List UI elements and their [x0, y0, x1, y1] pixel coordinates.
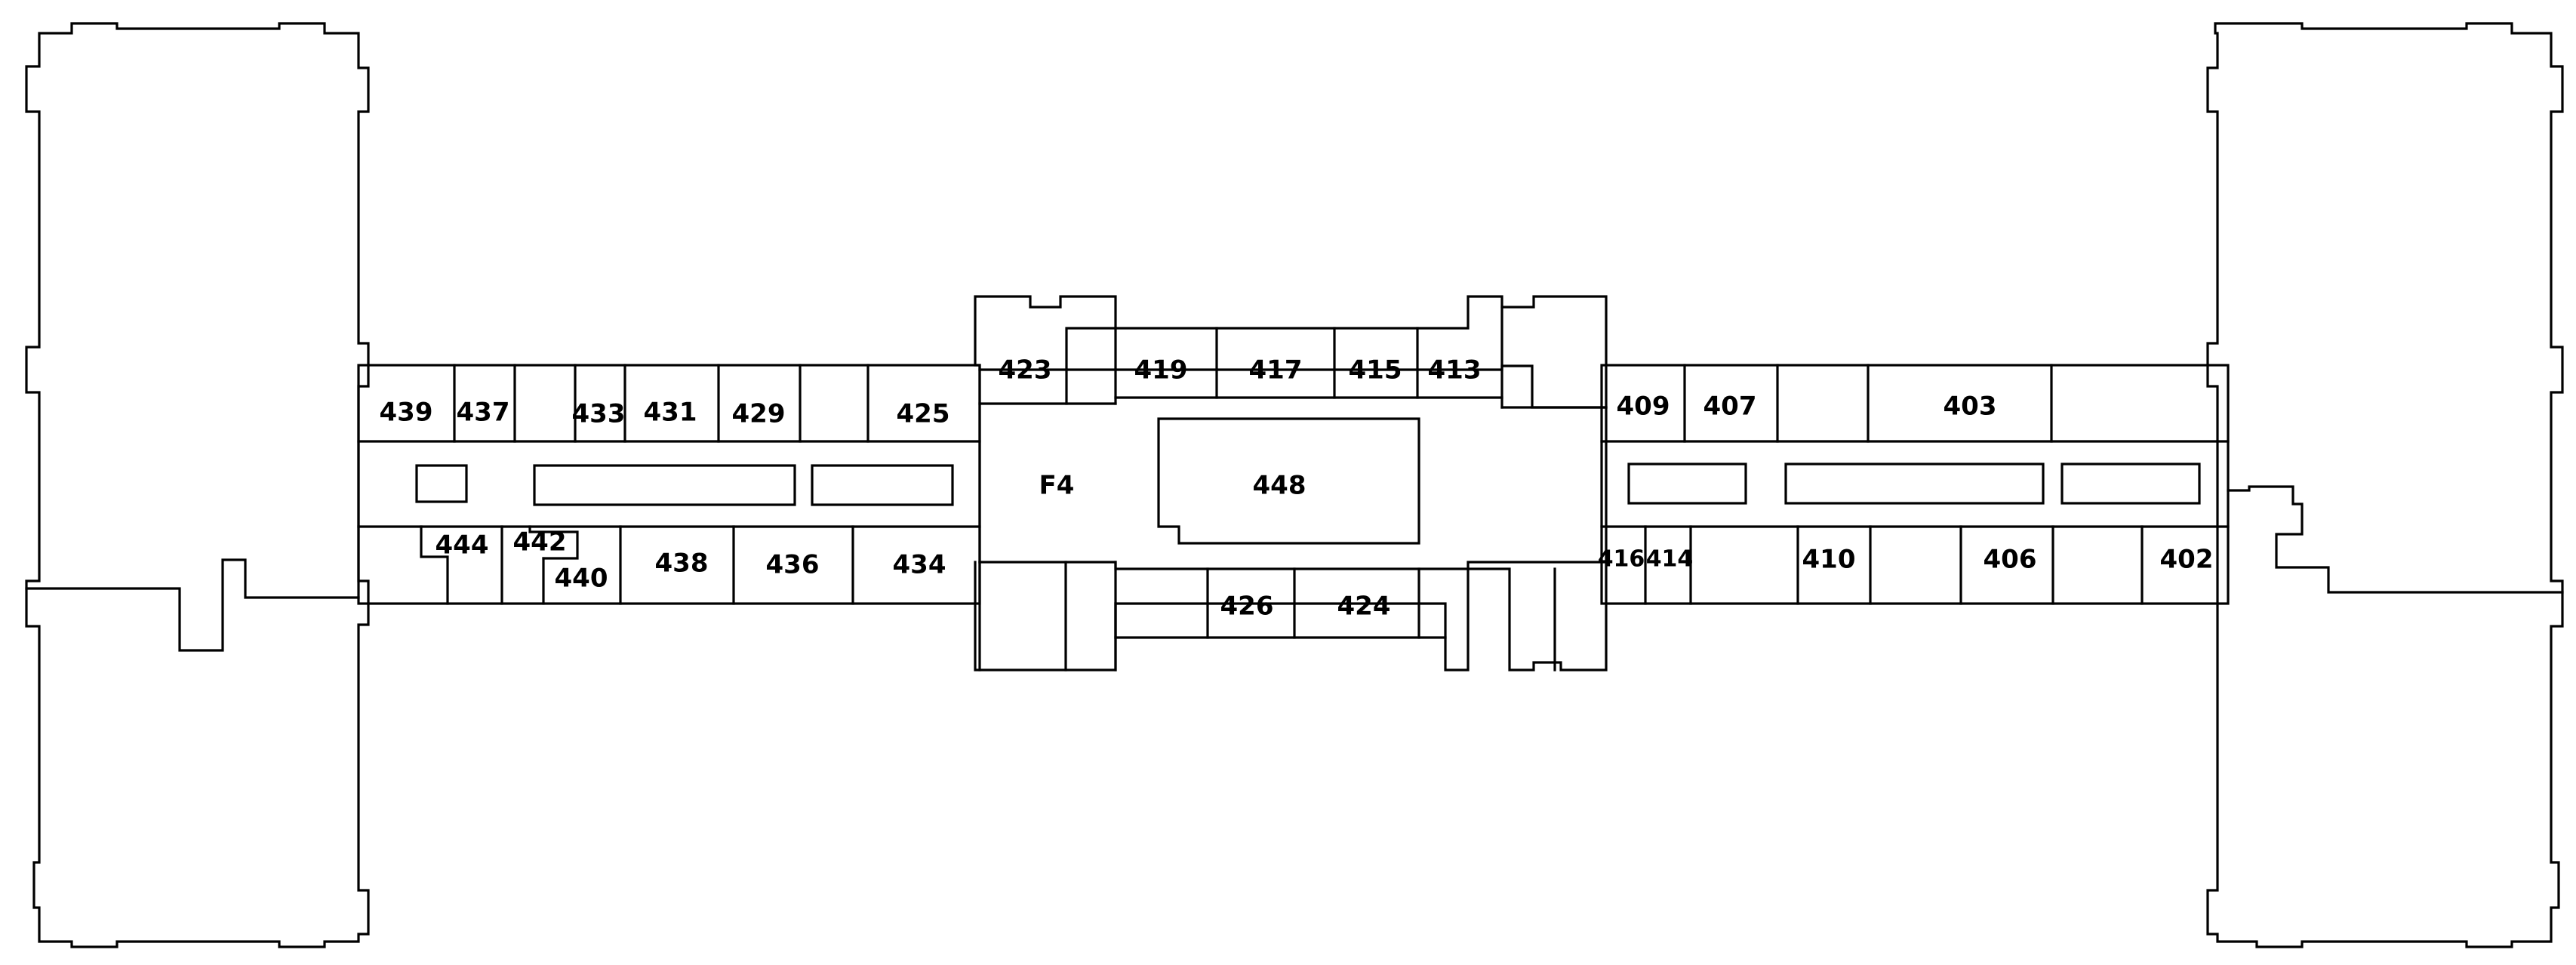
room-label-448: 448 [1253, 471, 1306, 501]
room-label-429: 429 [732, 399, 786, 429]
center-block-outline [974, 295, 1608, 409]
room-label-426: 426 [1220, 592, 1274, 622]
room-label-436: 436 [766, 550, 820, 580]
room-label-440: 440 [555, 564, 608, 594]
room-label-439: 439 [380, 398, 433, 428]
room-label-416: 416 [1598, 546, 1645, 573]
room-label-417: 417 [1249, 355, 1303, 386]
left-wing-outline [25, 22, 370, 948]
room-label-437: 437 [457, 398, 510, 428]
room-label-f4: F4 [1039, 471, 1075, 501]
right-corridor-block [1600, 364, 2230, 605]
room-label-415: 415 [1349, 355, 1402, 386]
room-label-407: 407 [1703, 392, 1757, 422]
room-label-410: 410 [1802, 545, 1856, 575]
room-label-425: 425 [897, 399, 950, 429]
room-label-444: 444 [435, 530, 489, 561]
right-wing-divider [2227, 485, 2564, 594]
room-label-413: 413 [1428, 355, 1482, 386]
room-label-423: 423 [999, 355, 1052, 386]
room-label-433: 433 [572, 399, 626, 429]
room-label-431: 431 [644, 398, 697, 428]
right-wing-outline [2206, 22, 2564, 948]
room-label-414: 414 [1646, 546, 1694, 573]
room-label-403: 403 [1944, 392, 1997, 422]
room-label-406: 406 [1984, 545, 2037, 575]
room-label-434: 434 [893, 550, 946, 580]
room-label-424: 424 [1337, 592, 1391, 622]
room-label-419: 419 [1134, 355, 1188, 386]
left-wing-divider [25, 558, 360, 652]
room-448-outline [1157, 417, 1420, 545]
room-label-409: 409 [1617, 392, 1670, 422]
room-label-438: 438 [655, 549, 709, 579]
room-label-402: 402 [2160, 545, 2214, 575]
room-label-442: 442 [513, 527, 567, 558]
